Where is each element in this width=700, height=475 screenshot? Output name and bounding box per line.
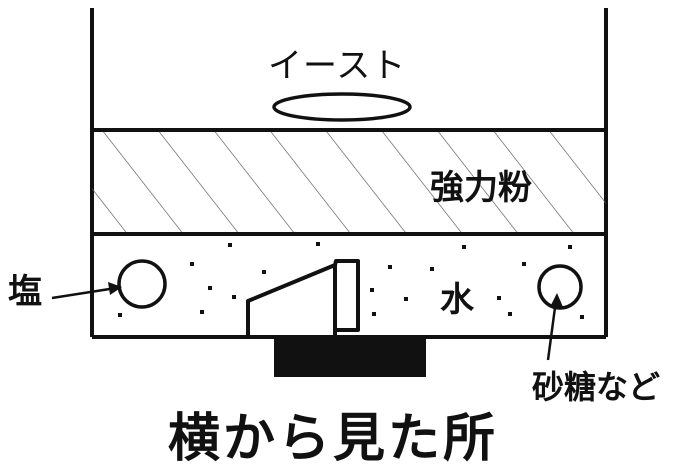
salt-arrow [51,282,122,300]
yeast-label: イースト [268,46,407,86]
flour-layer [92,130,606,234]
diagram-caption: 横から見た所 [168,409,499,469]
sugar-label: 砂糖など [532,368,661,406]
yeast-ellipse [272,92,412,122]
sugar-arrow [546,293,563,361]
sugar-circle [537,264,583,310]
water-dots [118,242,584,319]
kneading-blade [246,259,360,337]
machine-base [274,337,426,377]
salt-label: 塩 [8,272,42,312]
water-label: 水 [440,280,474,320]
salt-circle [117,259,167,309]
flour-label: 強力粉 [430,168,532,208]
